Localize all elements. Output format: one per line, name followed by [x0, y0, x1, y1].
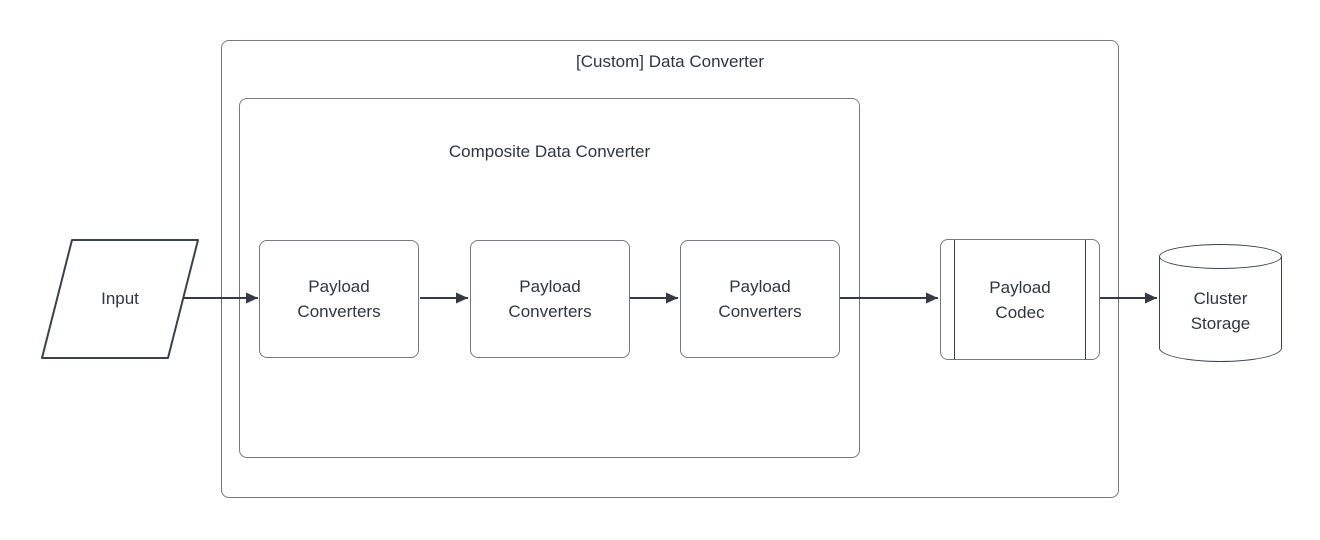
payload-converters-label-3: Payload Converters — [718, 277, 802, 321]
payload-converters-node-1: Payload Converters — [259, 240, 419, 358]
payload-codec-label: Payload Codec — [989, 277, 1051, 322]
cylinder-top-ellipse — [1159, 244, 1282, 269]
payload-converters-label-1: Payload Converters — [297, 277, 381, 321]
cluster-storage-label: Cluster Storage — [1190, 289, 1251, 333]
custom-data-converter-title: [Custom] Data Converter — [575, 52, 764, 71]
cluster-storage-label-wrap: Cluster Storage — [1159, 244, 1282, 362]
composite-data-converter-title: Composite Data Converter — [448, 142, 651, 161]
payload-converters-node-2: Payload Converters — [470, 240, 630, 358]
payload-codec-label-wrap: Payload Codec — [941, 240, 1099, 359]
cylinder-body — [1159, 256, 1282, 362]
custom-data-converter-container — [221, 40, 1119, 498]
codec-left-bar — [954, 240, 955, 359]
cluster-storage-shape: Cluster Storage — [1159, 244, 1282, 362]
input-label: Input — [101, 289, 139, 308]
payload-converters-node-3: Payload Converters — [680, 240, 840, 358]
input-label-wrap: Input — [42, 240, 198, 358]
payload-codec-node: Payload Codec — [940, 239, 1100, 360]
payload-converters-label-2: Payload Converters — [508, 277, 592, 321]
composite-data-converter-container — [239, 98, 860, 458]
codec-right-bar — [1085, 240, 1086, 359]
